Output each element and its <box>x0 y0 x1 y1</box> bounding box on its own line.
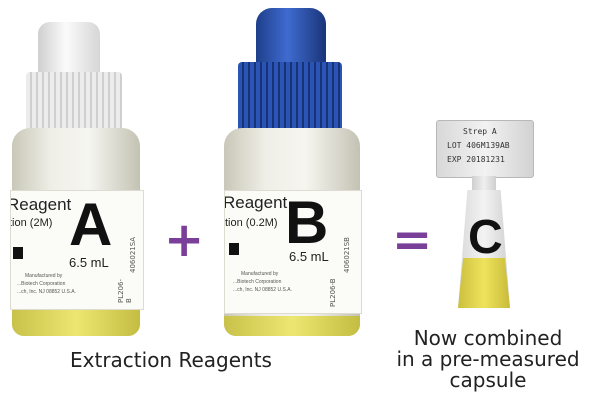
capsule-liquid <box>458 258 510 308</box>
capsule-tag: Strep A LOT 406M139AB EXP 20181231 <box>436 120 534 178</box>
caption-extraction-reagents: Extraction Reagents <box>70 348 272 372</box>
capsule-neck <box>472 176 496 190</box>
caption-capsule-line-1: Now combined <box>413 326 563 350</box>
bottle-a-concentration: tion (2M) <box>10 217 53 229</box>
bottle-b-cap-ridges <box>238 62 342 132</box>
bottle-a-manufacturer-line-3: ...ch, Inc. NJ 08852 U.S.A. <box>17 289 76 295</box>
bottle-a-manufacturer-line-1: Manufactured by <box>25 273 63 279</box>
bottle-b-letter: B <box>285 190 329 256</box>
bottle-a-liquid <box>12 308 140 336</box>
bottle-b-manufacturer-line-3: ...ch, Inc. NJ 08852 U.S.A. <box>233 287 292 293</box>
caption-capsule: Now combined in a pre-measured capsule <box>388 328 588 391</box>
bottle-a-code: PL206-B <box>117 278 133 303</box>
bottle-b-cap <box>256 8 326 66</box>
bottle-b-reagent-text: Reagent <box>224 193 288 212</box>
bottle-a-volume: 6.5 mL <box>69 255 109 270</box>
bottle-b-label: Reagent tion (0.2M) B 6.5 mL Manufacture… <box>224 190 362 314</box>
caption-capsule-line-3: capsule <box>449 368 527 392</box>
capsule-tag-line-2: LOT 406M139AB <box>447 141 510 150</box>
plus-sign: + <box>164 212 205 268</box>
equals-sign: = <box>392 212 433 268</box>
bottle-a-manufacturer-line-2: ...Biotech Corporation <box>17 281 66 287</box>
bottle-b-manufacturer-line-1: Manufactured by <box>241 271 279 277</box>
bottle-a-reagent-text: Reagent <box>10 195 72 214</box>
bottle-b-manufacturer-line-2: ...Biotech Corporation <box>233 279 282 285</box>
bottle-b-lot-code: 406021SB <box>343 237 351 273</box>
caption-capsule-line-2: in a pre-measured <box>396 347 580 371</box>
bottle-b-volume: 6.5 mL <box>289 249 329 264</box>
bottle-b-liquid <box>224 316 360 336</box>
capsule-letter: C <box>468 211 503 264</box>
bottle-b-code: PL206-B <box>329 278 337 307</box>
bottle-a-lot-code: 406021SA <box>129 236 137 273</box>
bottle-a-cap-ridges <box>26 72 122 132</box>
bottle-a-logo <box>13 247 23 259</box>
capsule-tag-line-1: Strep A <box>463 127 497 136</box>
bottle-a-cap <box>38 22 100 74</box>
bottle-a-label: Reagent tion (2M) A 6.5 mL Manufactured … <box>10 190 144 310</box>
bottle-b-logo <box>229 243 239 255</box>
capsule-tag-line-3: EXP 20181231 <box>447 155 505 164</box>
bottle-a-letter: A <box>69 191 113 258</box>
bottle-b-concentration: tion (0.2M) <box>225 217 278 229</box>
